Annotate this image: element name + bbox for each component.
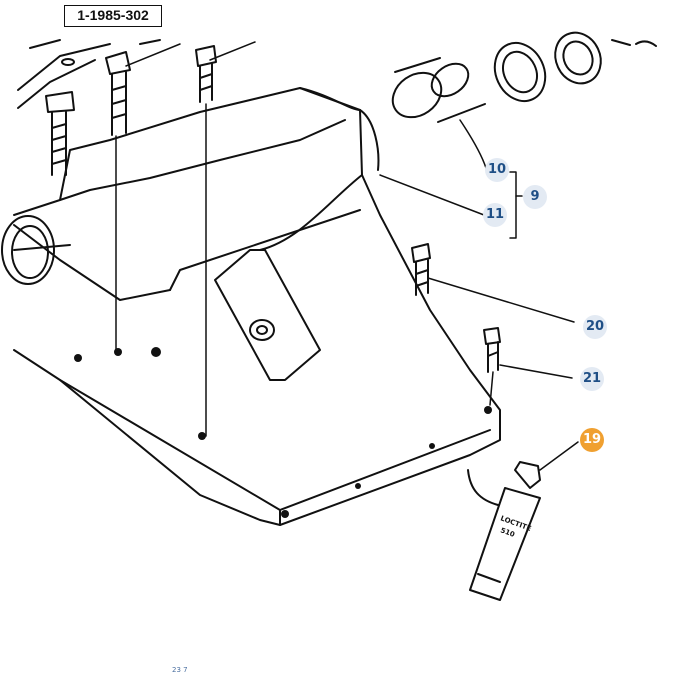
- stud-bolt-left: [45, 91, 75, 176]
- seal-rings: [493, 31, 657, 103]
- bolt-dashed-lines: [115, 41, 256, 437]
- callout-20[interactable]: 20: [583, 315, 607, 339]
- bolt-part-21: [483, 327, 501, 406]
- tube-label-line2: 510: [499, 526, 516, 539]
- footer-text: 23 7: [172, 666, 188, 674]
- reference-code-label: 1-1985-302: [64, 5, 162, 27]
- loctite-tube: [467, 461, 541, 601]
- callout-19[interactable]: 19: [580, 428, 604, 452]
- bolt-part-20: [411, 243, 431, 296]
- cover-plate-fragment: [17, 39, 161, 109]
- bolt-top-center: [195, 45, 217, 103]
- leader-lines: [379, 119, 579, 471]
- callout-9[interactable]: 9: [523, 185, 547, 209]
- gear-housing: [1, 87, 501, 526]
- callout-11[interactable]: 11: [483, 203, 507, 227]
- callout-10[interactable]: 10: [485, 158, 509, 182]
- bushing-part: [391, 57, 486, 123]
- stud-bolt-middle: [105, 51, 131, 136]
- callout-21[interactable]: 21: [580, 367, 604, 391]
- housing-bolt-holes: [74, 347, 492, 518]
